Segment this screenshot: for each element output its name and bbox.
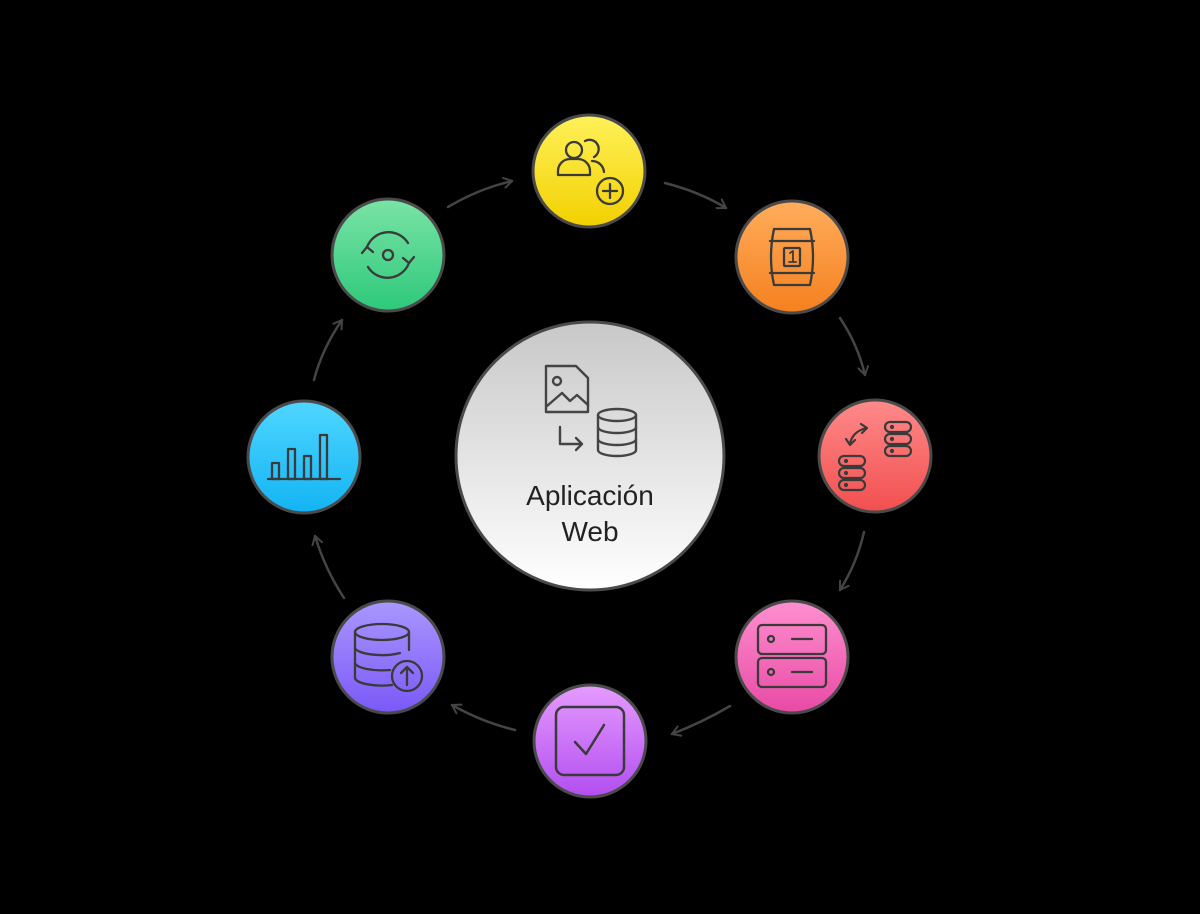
image-file-icon [544,364,590,414]
node-bar-chart [246,399,362,515]
flow-arrows [311,176,870,737]
barrel-icon [768,227,816,287]
flow-arrow-5 [450,703,517,732]
server-icon [756,623,828,689]
node-users-add [531,113,647,229]
node-barrel [734,199,850,315]
flow-arrow-3 [838,530,866,592]
database-sync-icon [837,420,913,492]
flow-arrow-6 [311,534,346,600]
bar-chart-icon [266,433,342,481]
node-server [734,599,850,715]
node-refresh [330,197,446,313]
checkbox-icon [554,705,626,777]
flow-arrow-1 [663,181,728,210]
users-add-icon [556,138,625,206]
flow-arrow-2 [838,316,870,377]
convert-arrow-icon [558,425,584,452]
center-title-line1: Aplicación [526,480,654,511]
database-upload-icon [353,622,424,693]
node-database-sync [817,398,933,514]
flow-arrow-7 [312,318,344,382]
node-database-upload [330,599,446,715]
flow-arrow-4 [670,704,732,737]
database-icon [596,407,638,458]
center-title-line2: Web [561,516,619,547]
refresh-icon [360,231,416,279]
node-checkbox [532,683,648,799]
center-node [454,320,726,592]
flow-arrow-8 [446,176,514,209]
center-title: Aplicación Web [456,478,724,550]
